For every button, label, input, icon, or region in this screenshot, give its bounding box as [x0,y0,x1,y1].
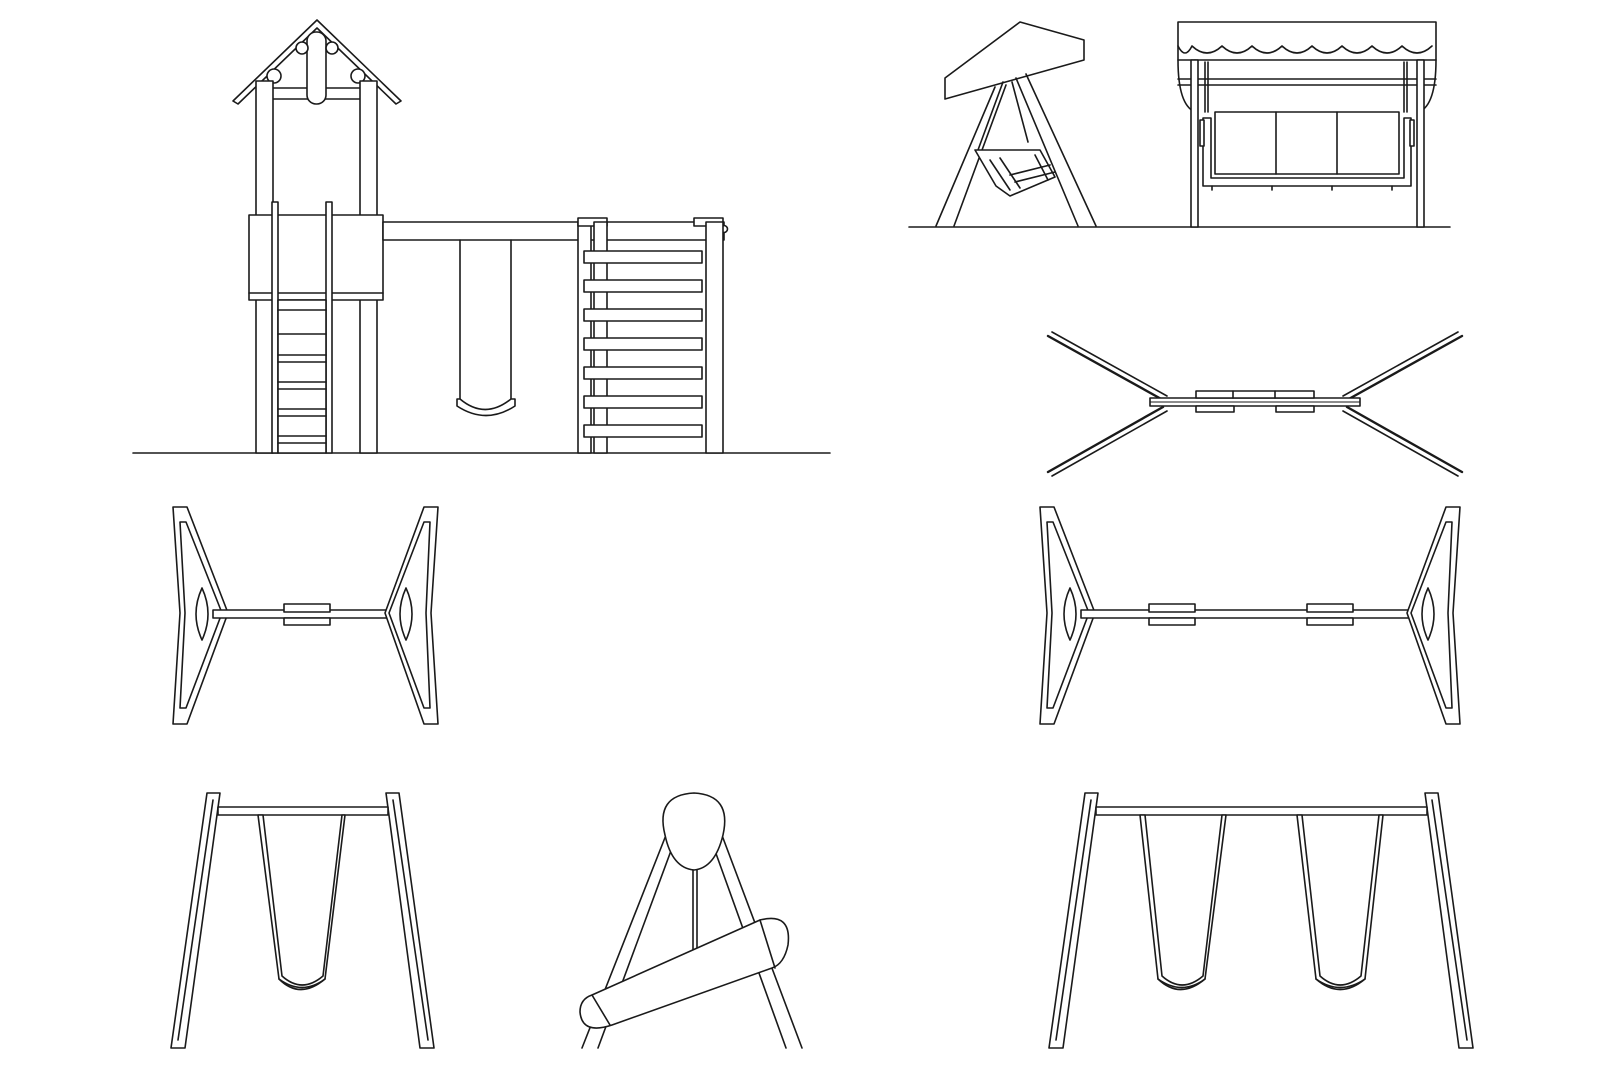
canopy-swing-side [908,21,1451,228]
tower-roof [232,19,402,105]
tower-swing [456,239,516,417]
swing-seat [257,814,346,991]
wide-swing-plan [1046,331,1464,477]
tower-ladder [277,299,327,454]
canopy-roof-front [1177,21,1437,61]
double-swing-front [1048,792,1474,1049]
tower-posts [255,80,378,454]
double-swing-plan [1039,506,1461,725]
top-bar [217,806,389,816]
single-swing-plan [172,506,439,725]
play-tower-elevation [132,19,831,454]
canopy-roof-side [944,21,1085,100]
swing-beam [382,221,729,241]
tower-deck [248,201,384,454]
canopy-swing-front [1177,21,1437,228]
bench-back [1214,111,1400,175]
single-swing-front [170,792,435,1049]
side-seat [579,917,790,1029]
pivot-hub [662,792,726,871]
swing-side [579,792,803,1049]
climbing-ladder [577,217,724,454]
